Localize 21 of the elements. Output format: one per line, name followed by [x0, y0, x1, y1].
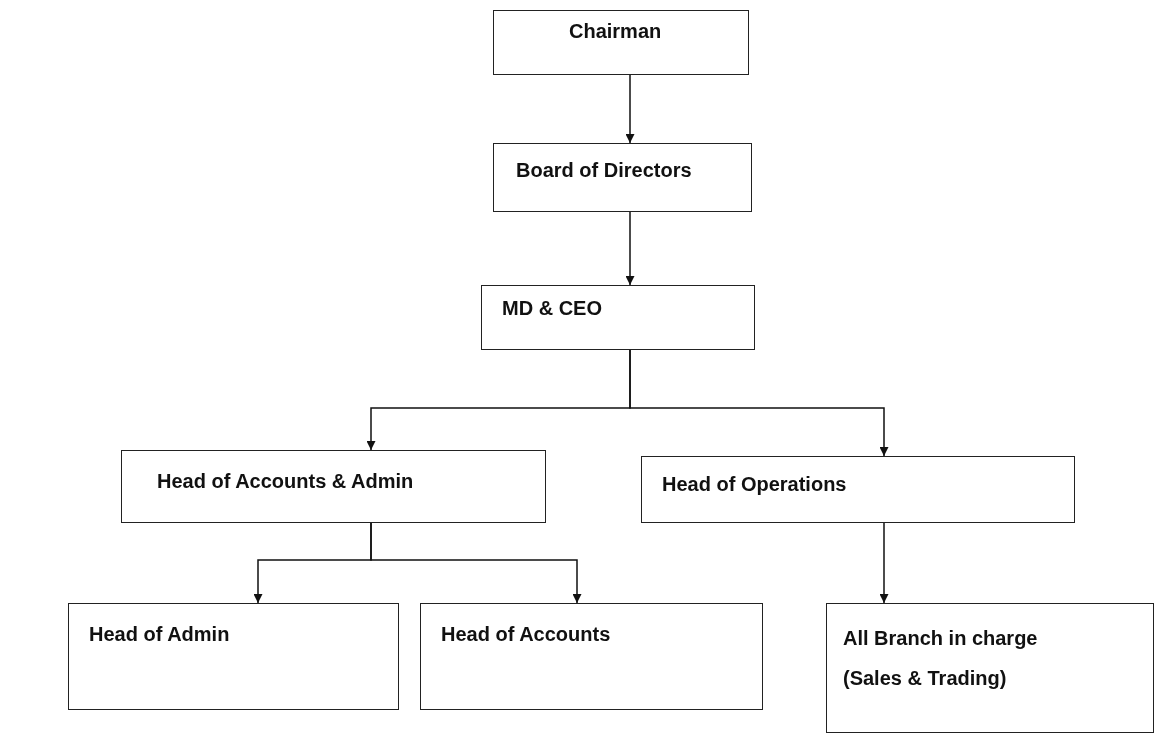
org-box	[121, 450, 546, 523]
arrow	[625, 74, 635, 144]
role-title: Head of Admin	[89, 622, 230, 646]
org-box	[420, 603, 763, 710]
org-box	[493, 143, 752, 212]
org-box	[68, 603, 399, 710]
role-title: Head of Accounts	[441, 622, 611, 646]
role-title: Board of Directors	[516, 158, 692, 182]
role-title: MD & CEO	[502, 296, 602, 320]
org-box	[641, 456, 1075, 523]
arrow	[370, 522, 582, 604]
org-box	[481, 285, 755, 350]
org-box	[493, 10, 749, 75]
arrow	[625, 211, 635, 286]
arrow	[879, 522, 889, 604]
org-box	[826, 603, 1154, 733]
role-title: Head of Accounts & Admin	[157, 469, 414, 493]
arrow	[629, 349, 889, 457]
role-title: Chairman	[569, 19, 662, 43]
role-title: All Branch in charge (Sales & Trading)	[843, 626, 1039, 691]
role-title: Head of Operations	[662, 472, 847, 496]
